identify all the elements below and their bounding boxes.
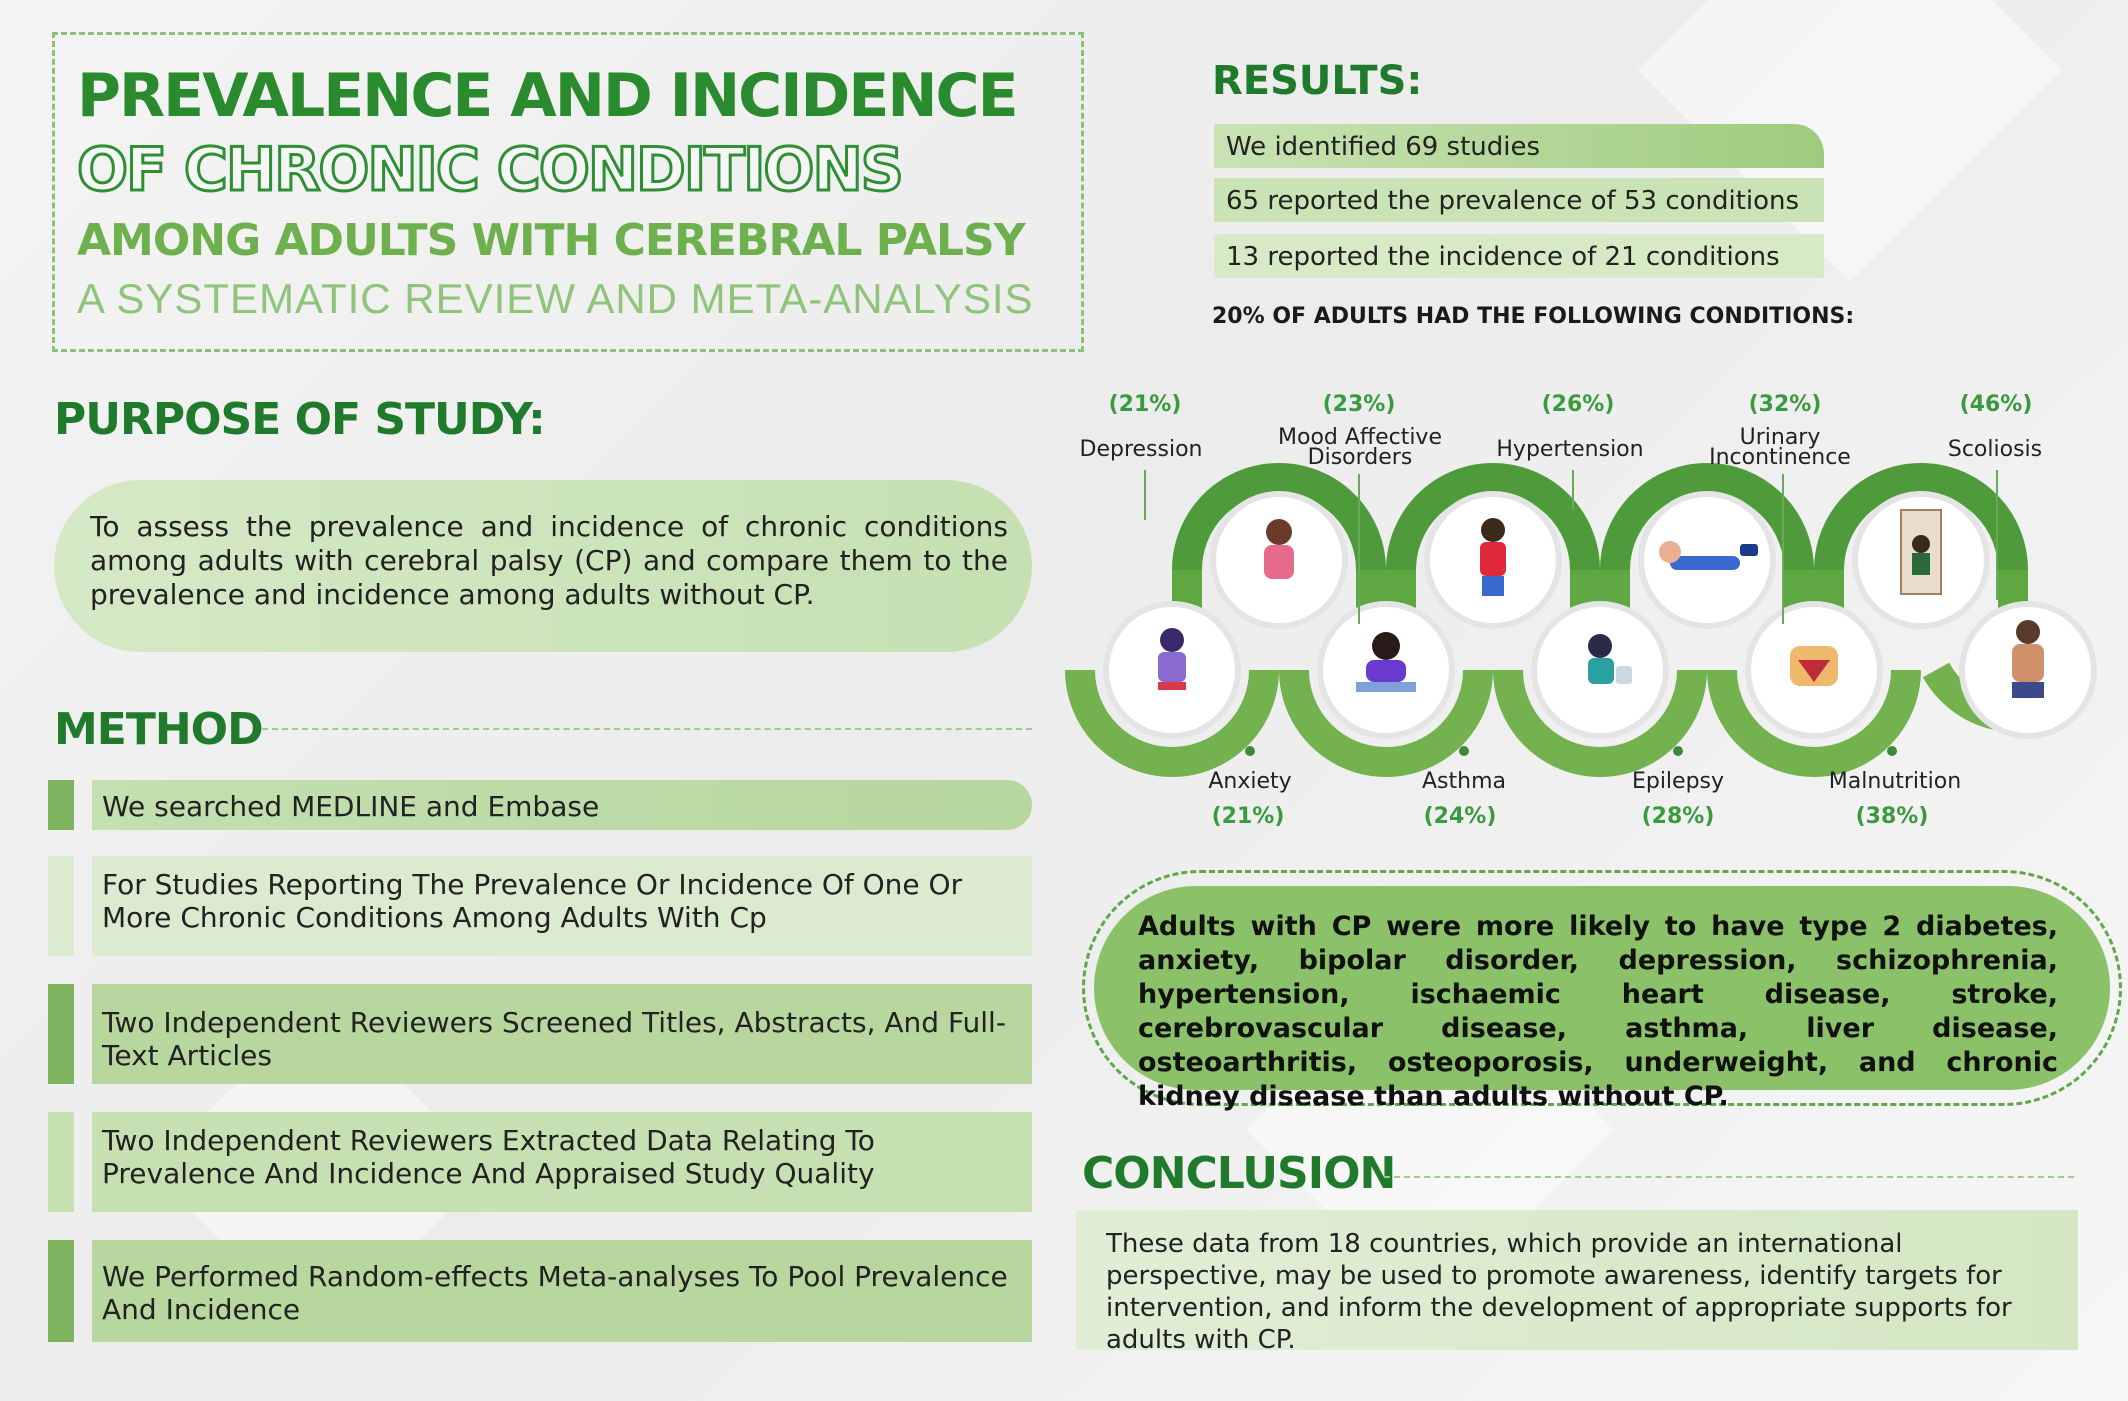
method-step-3-text: Two Independent Reviewers Screened Title…	[102, 1006, 1006, 1072]
malnutrition-dot	[1887, 746, 1897, 756]
step-marker	[48, 984, 74, 1084]
scoliosis-figure-icon	[2012, 620, 2044, 698]
mood-label: Mood Affective Disorders	[1278, 425, 1442, 470]
malnutrition-label: Malnutrition	[1828, 769, 1962, 794]
scoliosis-pct: (46%)	[1959, 392, 2033, 417]
highlight-text: Adults with CP were more likely to have …	[1138, 911, 2058, 1112]
method-step-3: Two Independent Reviewers Screened Title…	[92, 984, 1032, 1084]
step-marker	[48, 1112, 74, 1212]
anxiety-dot	[1245, 746, 1255, 756]
method-step-4-text: Two Independent Reviewers Extracted Data…	[102, 1124, 875, 1190]
epilepsy-label: Epilepsy	[1631, 769, 1725, 794]
method-step-2: For Studies Reporting The Prevalence Or …	[92, 856, 1032, 956]
malnutrition-pct: (38%)	[1855, 804, 1929, 829]
malnutrition-figure-icon	[1900, 509, 1942, 595]
conclusion-heading: CONCLUSION	[1082, 1148, 1396, 1199]
urinary-pct: (32%)	[1748, 392, 1822, 417]
method-divider	[262, 728, 1032, 730]
method-step-5-text: We Performed Random-effects Meta-analyse…	[102, 1260, 1008, 1326]
title-line-4: A SYSTEMATIC REVIEW AND META-ANALYSIS	[77, 275, 1034, 322]
urinary-incontinence-figure-icon	[1790, 646, 1838, 686]
highlight-box	[1094, 886, 2110, 1090]
hypertension-leader	[1572, 470, 1574, 510]
conclusion-text: These data from 18 countries, which prov…	[1106, 1229, 2012, 1355]
method-step-2-text: For Studies Reporting The Prevalence Or …	[102, 868, 963, 934]
results-item-1-text: We identified 69 studies	[1226, 132, 1541, 162]
conditions-chain	[1065, 463, 2097, 777]
hypertension-figure-icon	[1480, 518, 1506, 596]
step-marker	[48, 856, 74, 956]
asthma-dot	[1459, 746, 1469, 756]
depression-label: Depression	[1079, 437, 1203, 462]
highlight-border	[1082, 870, 2122, 1106]
depression-leader	[1144, 470, 1146, 520]
anxiety-label: Anxiety	[1208, 769, 1292, 794]
title-line-1: PREVALENCE AND INCIDENCE	[77, 61, 1019, 131]
title-line-2: OF CHRONIC CONDITIONS	[76, 134, 906, 207]
conditions-subheading: 20% OF ADULTS HAD THE FOLLOWING CONDITIO…	[1212, 304, 1855, 329]
results-item-1: We identified 69 studies	[1214, 124, 1824, 168]
step-marker	[48, 780, 74, 830]
anxiety-figure-icon	[1158, 628, 1186, 690]
mood-pct: (23%)	[1322, 392, 1396, 417]
depression-pct: (21%)	[1108, 392, 1182, 417]
scoliosis-label: Scoliosis	[1947, 437, 2043, 462]
purpose-text: To assess the prevalence and incidence o…	[90, 510, 1008, 611]
method-step-1-text: We searched MEDLINE and Embase	[102, 790, 600, 823]
step-marker	[48, 1240, 74, 1342]
hypertension-pct: (26%)	[1541, 392, 1615, 417]
epilepsy-figure-icon	[1659, 541, 1758, 570]
method-step-1: We searched MEDLINE and Embase	[92, 780, 1032, 830]
purpose-box: To assess the prevalence and incidence o…	[54, 480, 1032, 652]
results-item-2: 65 reported the prevalence of 53 conditi…	[1214, 178, 1824, 222]
purpose-heading: PURPOSE OF STUDY:	[54, 394, 546, 445]
results-item-3-text: 13 reported the incidence of 21 conditio…	[1226, 242, 1780, 272]
anxiety-pct: (21%)	[1211, 804, 1285, 829]
title-line-3: AMONG ADULTS WITH CEREBRAL PALSY	[77, 215, 1026, 266]
results-item-3: 13 reported the incidence of 21 conditio…	[1214, 234, 1824, 278]
epilepsy-dot	[1673, 746, 1683, 756]
mood-disorder-figure-icon	[1356, 632, 1416, 692]
results-heading: RESULTS:	[1212, 58, 1423, 104]
conclusion-divider	[1384, 1176, 2074, 1178]
conclusion-box: These data from 18 countries, which prov…	[1076, 1210, 2078, 1355]
mood-leader	[1358, 474, 1360, 624]
asthma-figure-icon	[1588, 634, 1632, 684]
scoliosis-leader	[1996, 470, 1998, 600]
method-heading: METHOD	[54, 704, 264, 755]
urinary-leader	[1782, 474, 1784, 624]
depression-figure-icon	[1264, 519, 1294, 579]
results-item-2-text: 65 reported the prevalence of 53 conditi…	[1226, 186, 1800, 216]
epilepsy-pct: (28%)	[1641, 804, 1715, 829]
urinary-label: Urinary Incontinence	[1709, 425, 1851, 470]
method-step-5: We Performed Random-effects Meta-analyse…	[92, 1240, 1032, 1342]
asthma-pct: (24%)	[1423, 804, 1497, 829]
title-box: PREVALENCE AND INCIDENCE OF CHRONIC COND…	[52, 32, 1084, 352]
method-step-4: Two Independent Reviewers Extracted Data…	[92, 1112, 1032, 1212]
hypertension-label: Hypertension	[1496, 437, 1644, 462]
asthma-label: Asthma	[1422, 769, 1506, 794]
